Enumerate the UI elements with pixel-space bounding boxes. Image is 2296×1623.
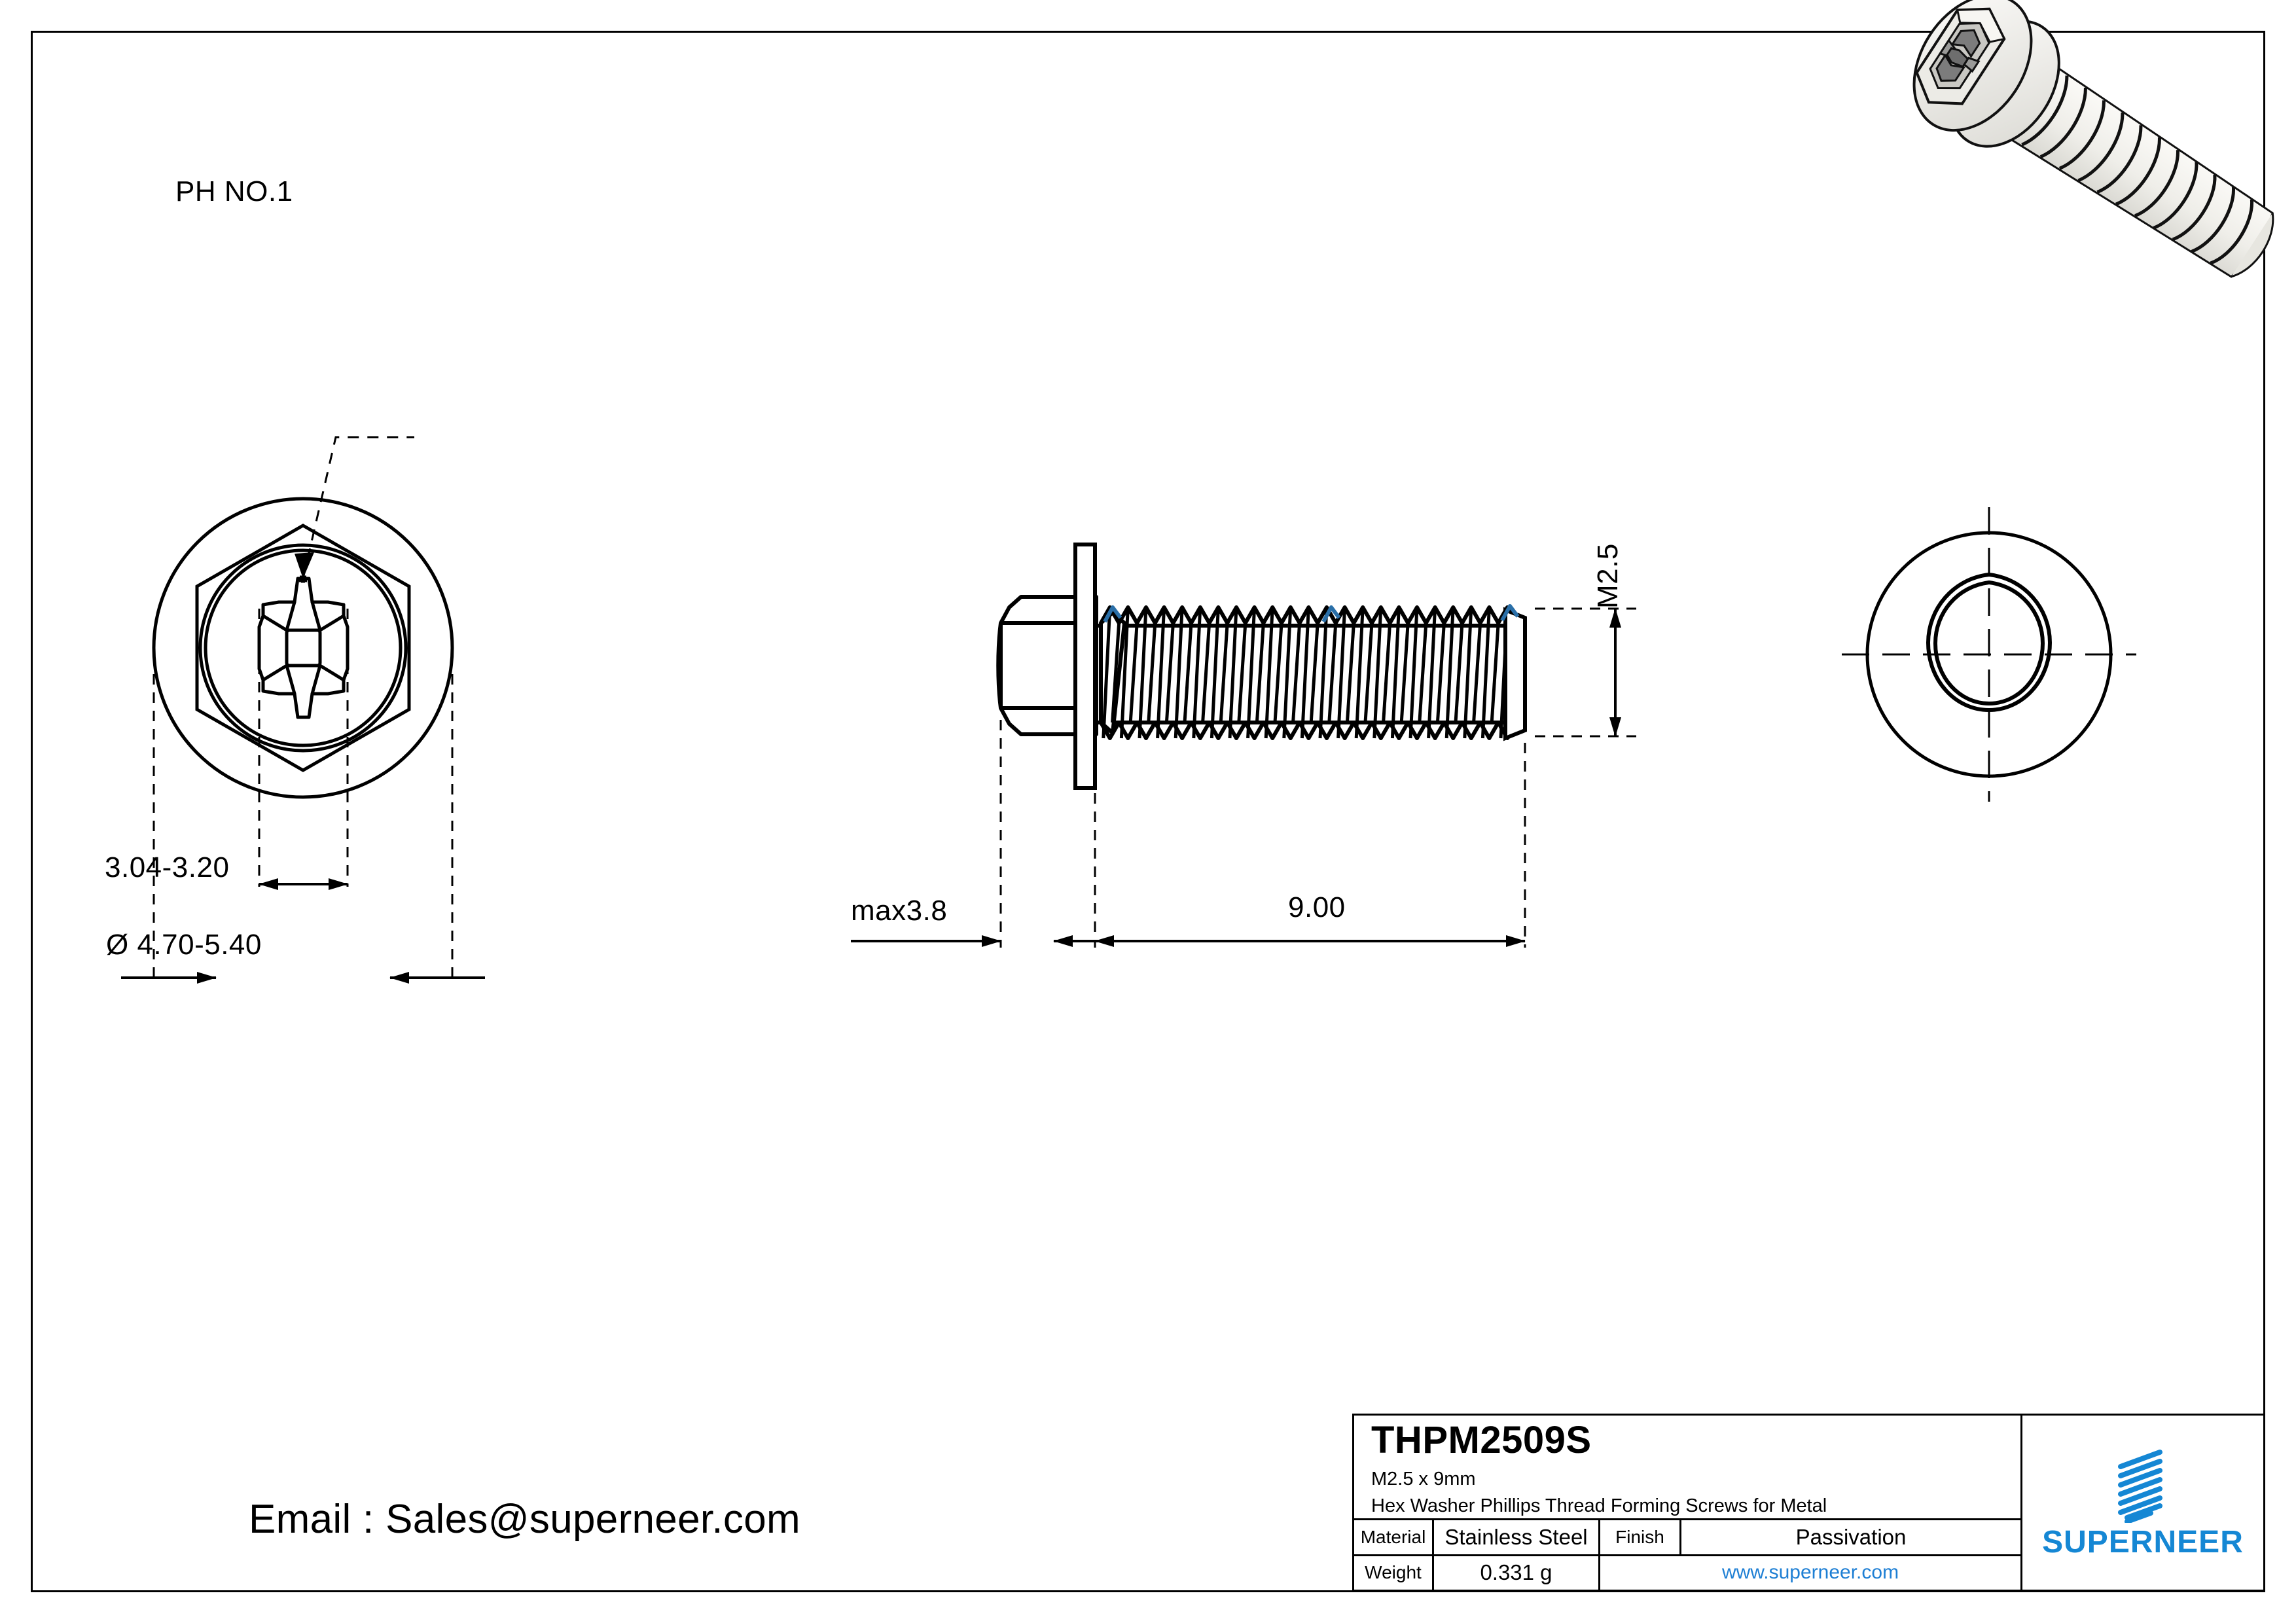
- finish-label: Finish: [1600, 1520, 1681, 1554]
- recess-callout-label: PH NO.1: [175, 175, 293, 207]
- weight-label: Weight: [1354, 1556, 1434, 1590]
- part-description-cell: THPM2509S M2.5 x 9mm Hex Washer Phillips…: [1354, 1416, 2020, 1520]
- part-code: THPM2509S: [1371, 1419, 1592, 1461]
- part-description: Hex Washer Phillips Thread Forming Screw…: [1371, 1495, 1827, 1517]
- title-block: THPM2509S M2.5 x 9mm Hex Washer Phillips…: [1352, 1414, 2265, 1592]
- brand-wordmark: SUPERNEER: [2042, 1525, 2244, 1560]
- thread-length-dimension: 9.00: [1288, 891, 1346, 923]
- material-value: Stainless Steel: [1434, 1520, 1600, 1554]
- material-row: Material Stainless Steel Finish Passivat…: [1354, 1520, 2020, 1556]
- brand-logo: SUPERNEER: [2022, 1416, 2263, 1590]
- weight-value: 0.331 g: [1434, 1556, 1600, 1590]
- superneer-mark-icon: [2118, 1450, 2162, 1523]
- email-contact-line: Email : Sales@superneer.com: [249, 1497, 800, 1542]
- website-link[interactable]: www.superneer.com: [1721, 1561, 1899, 1584]
- head-diameter-dimension: Ø 4.70-5.40: [106, 929, 262, 961]
- drawing-frame: [31, 31, 2265, 1592]
- material-label: Material: [1354, 1520, 1434, 1554]
- title-block-info: THPM2509S M2.5 x 9mm Hex Washer Phillips…: [1354, 1416, 2022, 1590]
- recess-width-dimension: 3.04-3.20: [105, 851, 230, 883]
- thread-size-dimension: M2.5: [1592, 543, 1624, 609]
- part-size: M2.5 x 9mm: [1371, 1468, 1476, 1489]
- weight-row: Weight 0.331 g www.superneer.com: [1354, 1556, 2020, 1590]
- head-height-dimension: max3.8: [851, 895, 948, 927]
- finish-value: Passivation: [1795, 1524, 1907, 1549]
